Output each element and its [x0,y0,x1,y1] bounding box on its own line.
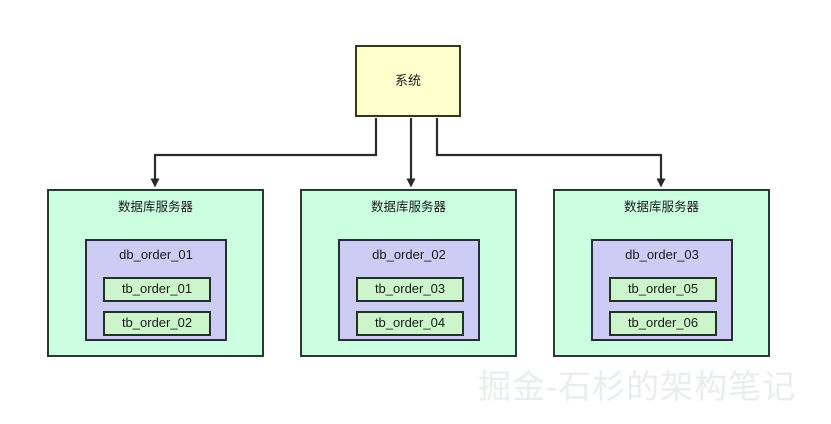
table-node-3-2-label: tb_order_06 [627,315,699,331]
table-node-1-1[interactable]: tb_order_01 [103,277,211,302]
server-node-2-label: 数据库服务器 [370,200,446,214]
table-node-3-1-label: tb_order_05 [627,281,699,297]
system-node[interactable]: 系统 [355,45,461,117]
table-node-1-1-label: tb_order_01 [121,281,193,297]
table-node-3-2[interactable]: tb_order_06 [609,311,717,336]
table-node-2-1[interactable]: tb_order_03 [356,277,464,302]
server-node-1-label: 数据库服务器 [117,200,193,214]
database-node-3-label: db_order_03 [625,247,699,262]
table-node-2-1-label: tb_order_03 [374,281,446,297]
table-node-1-2-label: tb_order_02 [121,315,193,331]
connector-system-to-server-3 [435,118,666,188]
database-node-2-label: db_order_02 [372,247,446,262]
database-node-1-label: db_order_01 [119,247,193,262]
system-node-label: 系统 [394,72,421,88]
table-node-2-2-label: tb_order_04 [374,315,446,331]
table-node-2-2[interactable]: tb_order_04 [356,311,464,336]
table-node-1-2[interactable]: tb_order_02 [103,311,211,336]
connector-system-to-server-1 [150,118,378,188]
server-node-3-label: 数据库服务器 [623,200,699,214]
table-node-3-1[interactable]: tb_order_05 [609,277,717,302]
